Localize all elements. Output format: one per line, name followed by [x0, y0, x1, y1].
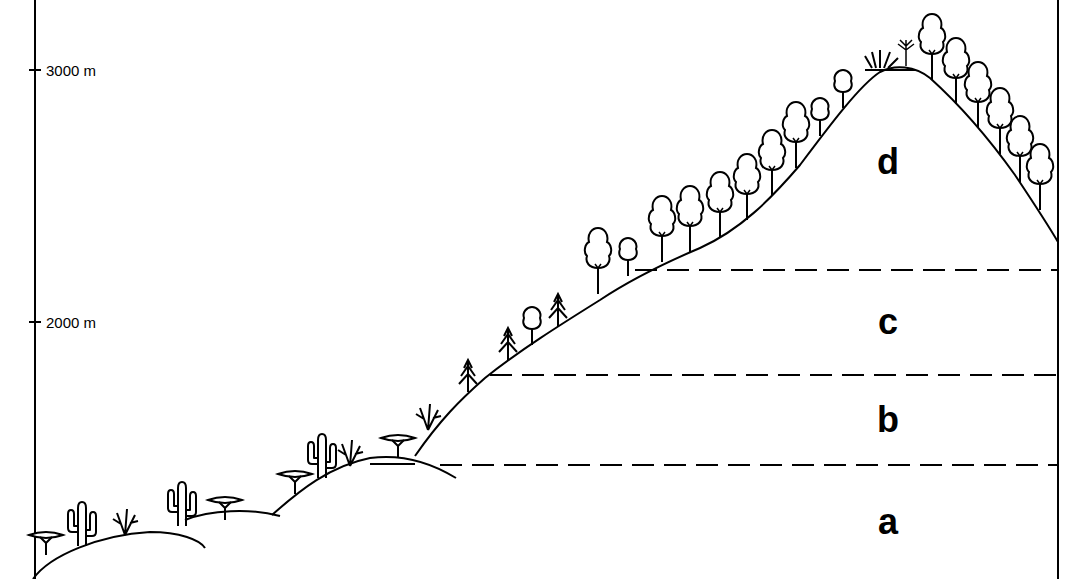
- zone-letter: a: [878, 504, 898, 540]
- altitude-label: 2000 m: [46, 315, 96, 330]
- zone-letter: b: [877, 402, 899, 438]
- altitude-label: 3000 m: [46, 63, 96, 78]
- zone-letter: c: [878, 304, 898, 340]
- zone-letter: d: [877, 144, 899, 180]
